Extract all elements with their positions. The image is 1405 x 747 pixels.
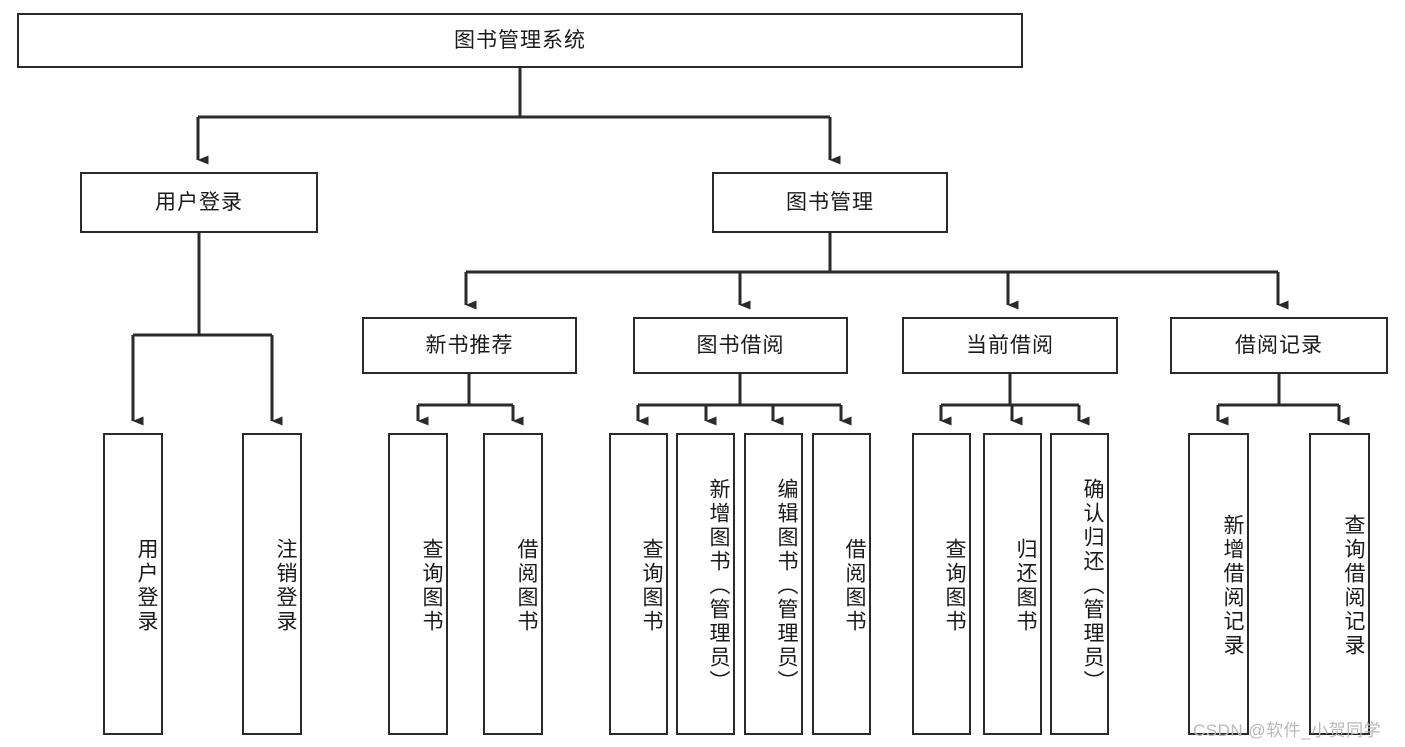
node-leaf-confirm-return-admin[interactable]: 确认归还（管理员）	[1050, 433, 1109, 735]
node-leaf-return-books[interactable]: 归还图书	[983, 433, 1042, 735]
node-leaf-user-login[interactable]: 用户登录	[103, 433, 163, 735]
node-leaf-confirm-return-admin-label: 确认归还（管理员）	[1081, 478, 1104, 694]
node-leaf-add-borrow-record[interactable]: 新增借阅记录	[1188, 433, 1249, 735]
node-leaf-borrow-books-2-label: 借阅图书	[843, 538, 866, 634]
node-leaf-user-login-label: 用户登录	[135, 538, 158, 634]
node-leaf-logout[interactable]: 注销登录	[242, 433, 302, 735]
node-current-borrow-label: 当前借阅	[966, 333, 1054, 357]
node-root[interactable]: 图书管理系统	[17, 13, 1023, 68]
node-leaf-query-books-3[interactable]: 查询图书	[912, 433, 971, 735]
node-leaf-query-books-2-label: 查询图书	[640, 538, 663, 634]
node-borrow-record-label: 借阅记录	[1235, 333, 1323, 357]
node-leaf-edit-book-admin-label: 编辑图书（管理员）	[775, 478, 798, 694]
node-new-book-recommend-label: 新书推荐	[425, 333, 514, 357]
node-book-borrow-label: 图书借阅	[696, 333, 785, 357]
node-leaf-query-books-3-label: 查询图书	[943, 538, 966, 634]
node-leaf-add-book-admin[interactable]: 新增图书（管理员）	[676, 433, 735, 735]
node-leaf-query-books-1[interactable]: 查询图书	[388, 433, 448, 735]
node-leaf-query-borrow-record[interactable]: 查询借阅记录	[1309, 433, 1370, 735]
node-leaf-return-books-label: 归还图书	[1014, 538, 1037, 634]
node-leaf-edit-book-admin[interactable]: 编辑图书（管理员）	[744, 433, 803, 735]
node-leaf-query-books-2[interactable]: 查询图书	[609, 433, 668, 735]
node-book-borrow[interactable]: 图书借阅	[633, 317, 848, 374]
node-leaf-add-book-admin-label: 新增图书（管理员）	[707, 478, 730, 694]
node-leaf-logout-label: 注销登录	[274, 538, 297, 634]
node-current-borrow[interactable]: 当前借阅	[902, 317, 1118, 374]
node-borrow-record[interactable]: 借阅记录	[1170, 317, 1388, 374]
node-leaf-query-books-1-label: 查询图书	[420, 538, 443, 634]
node-leaf-add-borrow-record-label: 新增借阅记录	[1221, 514, 1244, 658]
node-leaf-borrow-books-2[interactable]: 借阅图书	[812, 433, 871, 735]
node-user-login-label: 用户登录	[155, 190, 243, 214]
node-new-book-recommend[interactable]: 新书推荐	[362, 317, 577, 374]
node-book-manage[interactable]: 图书管理	[712, 172, 948, 233]
node-root-label: 图书管理系统	[454, 28, 586, 52]
node-book-manage-label: 图书管理	[786, 190, 874, 214]
node-leaf-borrow-books-1-label: 借阅图书	[515, 538, 538, 634]
node-user-login[interactable]: 用户登录	[80, 172, 318, 233]
node-leaf-query-borrow-record-label: 查询借阅记录	[1342, 514, 1365, 658]
node-leaf-borrow-books-1[interactable]: 借阅图书	[483, 433, 543, 735]
